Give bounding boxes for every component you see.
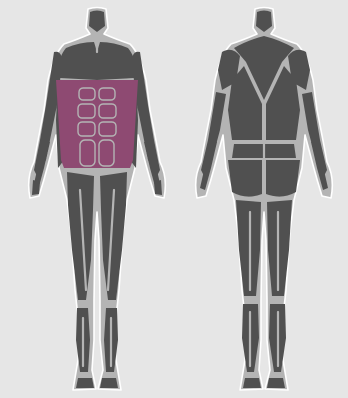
front-body-figure [29, 8, 166, 391]
abdominals-highlight [56, 80, 138, 168]
front-foot-left [76, 378, 94, 388]
front-hand-right [154, 180, 162, 195]
back-glute-right [266, 160, 300, 197]
back-body-figure [196, 8, 333, 391]
back-glute-left [228, 160, 262, 197]
back-foot-right [267, 378, 285, 388]
front-foot-right [100, 378, 118, 388]
back-hamstring-left [236, 200, 261, 296]
back-hamstring-right [267, 200, 292, 296]
front-hand-left [32, 180, 40, 195]
back-foot-left [243, 378, 261, 388]
